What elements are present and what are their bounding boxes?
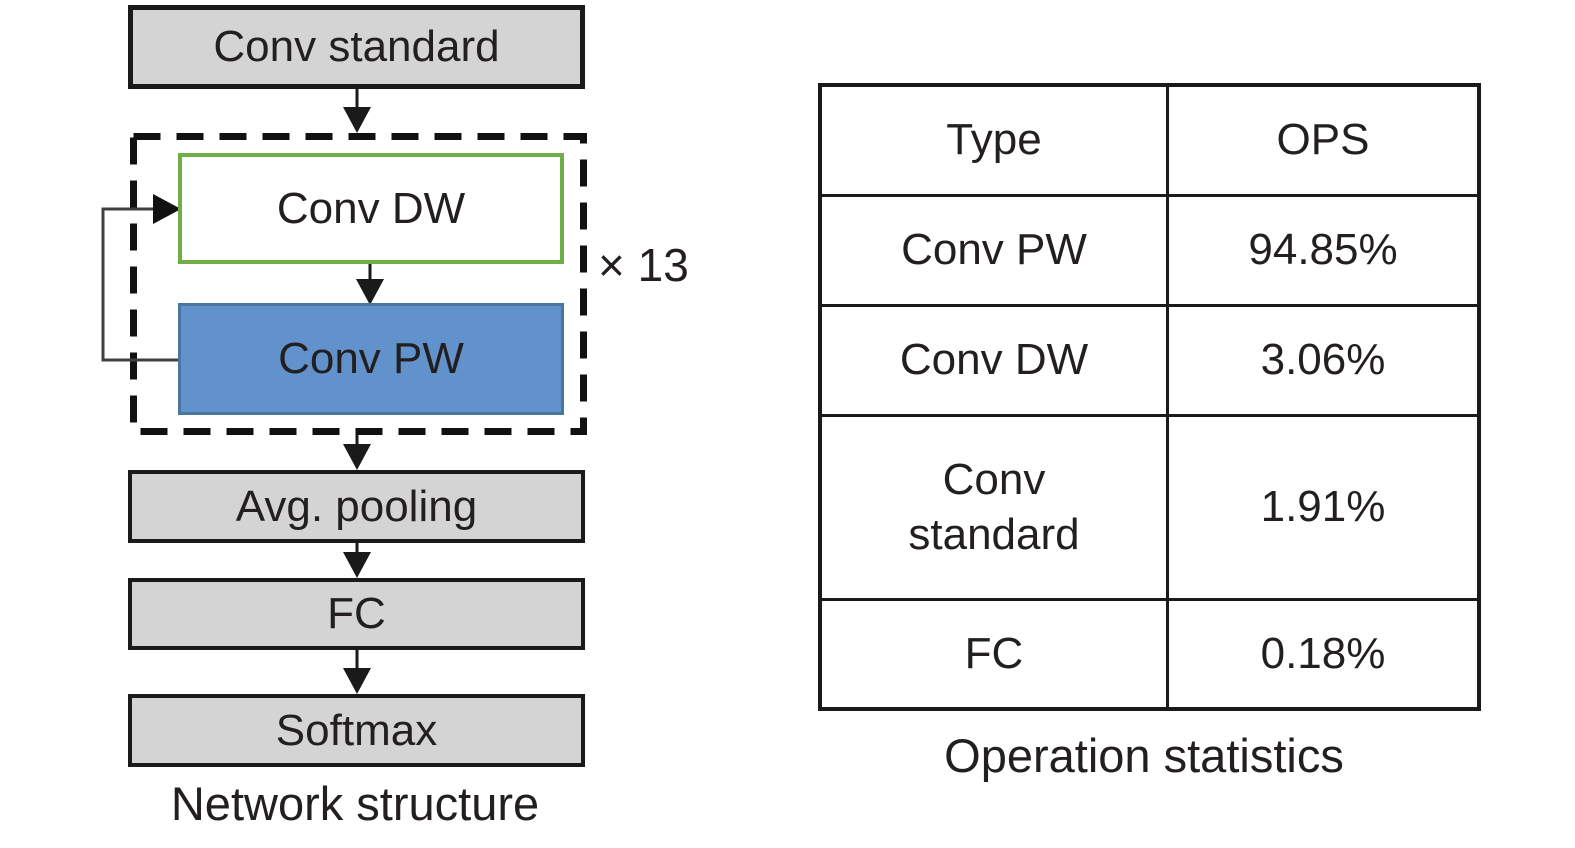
node-fc: FC xyxy=(128,578,585,650)
cell-ops-conv-pw: 94.85% xyxy=(1166,193,1481,307)
cell-type-conv-pw: Conv PW xyxy=(818,193,1169,307)
arrow-fc-to-softmax xyxy=(343,650,371,694)
node-avg-pooling-label: Avg. pooling xyxy=(235,481,478,531)
cell-type-conv-standard: Conv standard xyxy=(818,413,1169,601)
node-avg-pooling: Avg. pooling xyxy=(128,470,585,543)
table-header-type: Type xyxy=(818,83,1169,197)
node-fc-label: FC xyxy=(327,589,386,638)
network-structure-caption: Network structure xyxy=(170,777,540,830)
repeat-count-label: × 13 xyxy=(598,239,689,291)
node-conv-standard-label: Conv standard xyxy=(213,22,500,71)
table-header-ops: OPS xyxy=(1166,83,1481,197)
table-row: FC 0.18% xyxy=(818,597,1481,711)
operation-statistics-table: Type OPS Conv PW 94.85% Conv DW 3.06% Co… xyxy=(818,83,1481,711)
table-row: Conv PW 94.85% xyxy=(818,193,1481,307)
cell-type-conv-standard-text: Conv standard xyxy=(908,455,1080,559)
node-softmax: Softmax xyxy=(128,694,585,767)
arrow-avgpooling-to-fc xyxy=(343,543,371,578)
operation-statistics-caption: Operation statistics xyxy=(944,729,1344,782)
cell-type-fc: FC xyxy=(818,597,1169,711)
cell-type-conv-dw: Conv DW xyxy=(818,303,1169,417)
cell-ops-fc: 0.18% xyxy=(1166,597,1481,711)
arrow-convstandard-to-block xyxy=(343,89,371,133)
arrow-convdw-to-convpw xyxy=(356,264,384,305)
arrow-block-to-avgpooling xyxy=(343,435,371,470)
table-header-row: Type OPS xyxy=(818,83,1481,197)
cell-ops-conv-dw: 3.06% xyxy=(1166,303,1481,417)
node-softmax-label: Softmax xyxy=(275,705,438,755)
node-conv-pw-label: Conv PW xyxy=(278,334,464,383)
node-conv-pw: Conv PW xyxy=(178,303,564,415)
node-conv-dw-label: Conv DW xyxy=(276,183,466,233)
feedback-arrow-convpw-to-convdw xyxy=(101,194,183,362)
table-row: Conv standard 1.91% xyxy=(818,413,1481,601)
node-conv-standard: Conv standard xyxy=(128,5,585,89)
table-row: Conv DW 3.06% xyxy=(818,303,1481,417)
node-conv-dw: Conv DW xyxy=(178,153,564,264)
cell-ops-conv-standard: 1.91% xyxy=(1166,413,1481,601)
